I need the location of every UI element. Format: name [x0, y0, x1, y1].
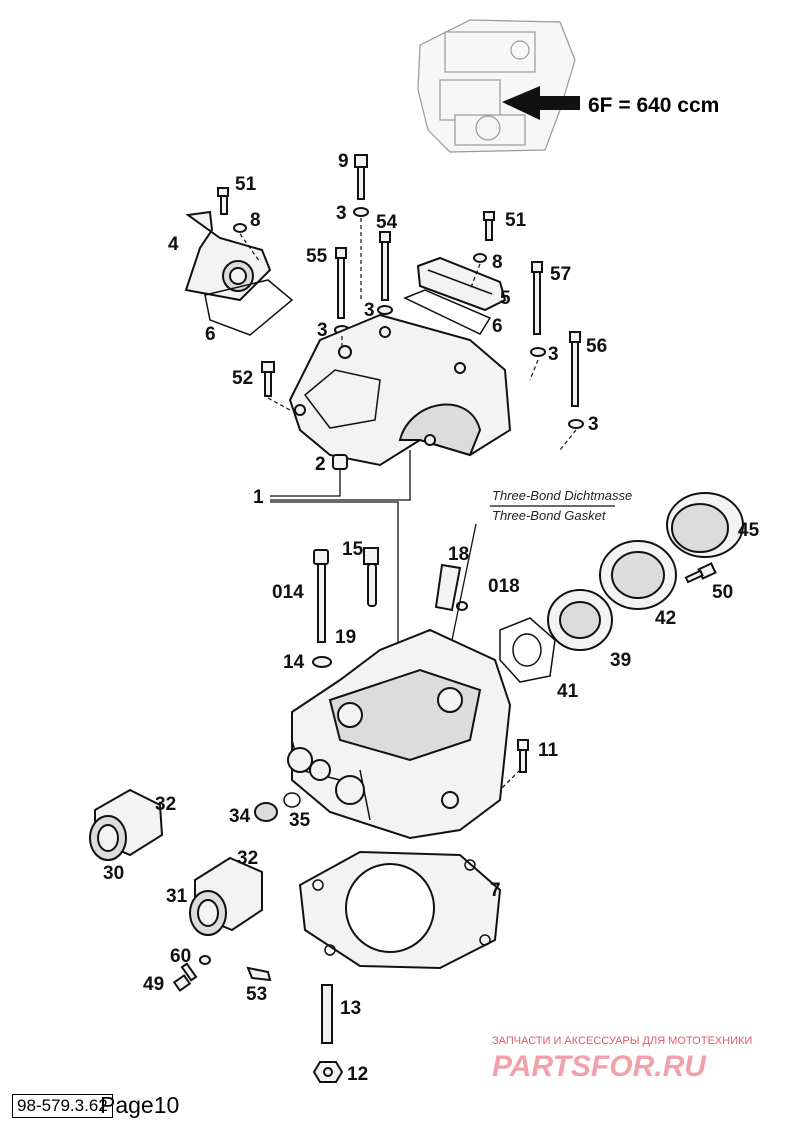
bolt-56 [569, 331, 581, 407]
callout-35: 35 [289, 810, 311, 831]
bolt-52 [261, 361, 275, 397]
arrow-icon [502, 86, 580, 120]
exhaust-flange-30 [89, 788, 164, 861]
bolt-57 [531, 261, 543, 335]
callout-3-a: 3 [336, 203, 347, 224]
bolt-9 [354, 154, 368, 200]
callout-3-d: 3 [548, 344, 559, 365]
oring-35 [283, 792, 301, 808]
intake-rubber-42 [599, 540, 677, 610]
callout-18: 18 [448, 544, 469, 565]
watermark-tagline: ЗАПЧАСТИ И АКСЕССУАРЫ ДЛЯ МОТОТЕХНИКИ [492, 1035, 752, 1047]
washer-3-e [568, 419, 584, 429]
callout-6-right: 6 [492, 316, 503, 337]
exhaust-flange-31 [189, 856, 263, 936]
bolt-54 [379, 231, 391, 301]
gasket-6-right [403, 289, 492, 335]
callout-39: 39 [610, 650, 631, 671]
clamp-45 [666, 492, 744, 558]
callout-7: 7 [490, 880, 501, 901]
sealant-note-de: Three-Bond Dichtmasse [492, 488, 632, 503]
washer-3-b [377, 305, 393, 315]
stud-13 [321, 984, 333, 1044]
page-label: Page10 [100, 1092, 180, 1118]
screw-50 [684, 562, 717, 584]
washer-14 [312, 656, 332, 668]
stud-014 [313, 549, 329, 643]
callout-56: 56 [586, 336, 607, 357]
callout-014: 014 [272, 582, 304, 603]
callout-8-right: 8 [492, 252, 503, 273]
callout-19: 19 [335, 627, 356, 648]
callout-3-c: 3 [317, 320, 328, 341]
washer-60 [199, 955, 211, 965]
callout-51-left: 51 [235, 174, 257, 195]
sealant-note-en: Three-Bond Gasket [492, 508, 607, 523]
callout-45: 45 [738, 520, 760, 541]
callout-41: 41 [557, 681, 579, 702]
variant-note: 6F = 640 ccm [588, 94, 719, 117]
washer-3-a [353, 207, 369, 217]
callout-3-e: 3 [588, 414, 599, 435]
callout-1: 1 [253, 487, 264, 508]
head-gasket-7 [298, 850, 502, 970]
washer-3-d [530, 347, 546, 357]
sleeve-18 [434, 563, 462, 612]
callout-49: 49 [143, 974, 164, 995]
callout-4: 4 [168, 234, 179, 255]
watermark-brand: PARTSFOR.RU [492, 1050, 707, 1083]
engine-thumbnail [417, 19, 576, 153]
callout-60: 60 [170, 946, 191, 967]
bolt-51-right [483, 211, 495, 241]
bolt-55 [335, 247, 347, 319]
upper-housing-1 [288, 313, 512, 467]
callout-13: 13 [340, 998, 361, 1019]
bolt-51-left [217, 187, 229, 215]
callout-11: 11 [538, 740, 559, 761]
callout-54: 54 [376, 212, 398, 233]
plug-34 [254, 802, 278, 822]
gasket-6-left [204, 279, 294, 336]
callout-9: 9 [338, 151, 349, 172]
cylinder-head [287, 628, 512, 840]
callout-3-b: 3 [364, 300, 375, 321]
thermostat-cover-4 [184, 210, 272, 302]
washer-8-left [233, 223, 247, 233]
callout-57: 57 [550, 264, 571, 285]
gasket-41 [499, 617, 556, 683]
callout-31: 31 [166, 886, 188, 907]
callout-30: 30 [103, 863, 124, 884]
callout-5: 5 [500, 288, 511, 309]
callout-14: 14 [283, 652, 305, 673]
callout-42: 42 [655, 608, 676, 629]
callout-32-bottom: 32 [237, 848, 258, 869]
callout-12: 12 [347, 1064, 368, 1085]
callout-2: 2 [315, 454, 326, 475]
callout-53: 53 [246, 984, 267, 1005]
callout-8-left: 8 [250, 210, 261, 231]
washer-8-right [473, 253, 487, 263]
callout-55: 55 [306, 246, 328, 267]
temp-sensor-15 [363, 547, 379, 607]
nut-12 [312, 1061, 344, 1083]
callout-52: 52 [232, 368, 253, 389]
callout-32-top: 32 [155, 794, 176, 815]
drawing-code: 98-579.3.62 [12, 1094, 113, 1118]
intake-flange-39 [547, 589, 613, 651]
callout-15: 15 [342, 539, 364, 560]
callout-6-left: 6 [205, 324, 216, 345]
sealant-leader [451, 523, 477, 641]
callout-50: 50 [712, 582, 733, 603]
valve-cover-5 [416, 256, 507, 312]
plug-2 [332, 454, 348, 470]
callout-51-right: 51 [505, 210, 527, 231]
bolt-49 [172, 962, 198, 992]
bolt-11 [517, 739, 529, 773]
callout-34: 34 [229, 806, 251, 827]
bracket-53 [246, 966, 272, 982]
callout-018: 018 [488, 576, 520, 597]
